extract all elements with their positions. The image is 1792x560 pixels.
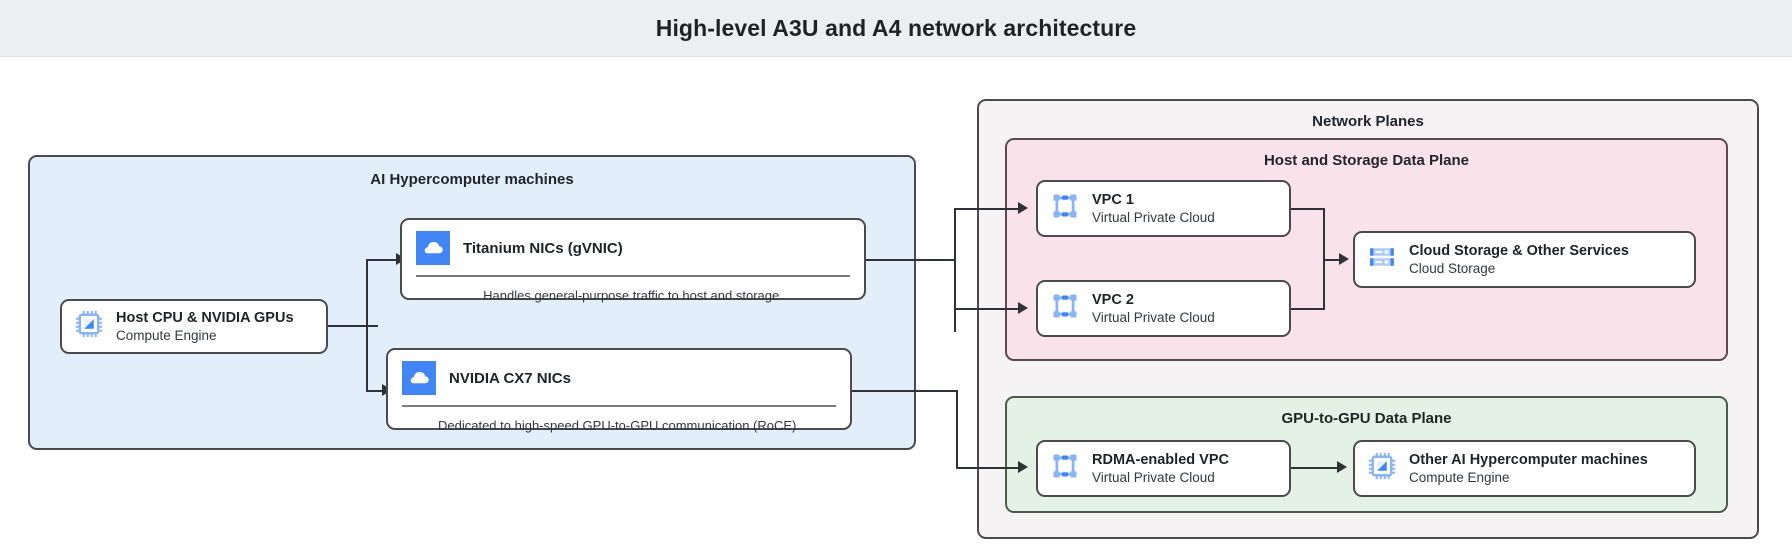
card-divider <box>416 275 850 277</box>
connector-to-vpc2 <box>954 308 1020 310</box>
node-title: VPC 2 <box>1092 291 1134 308</box>
header-band <box>0 0 1792 57</box>
node-title: Other AI Hypercomputer machines <box>1409 451 1648 468</box>
node-subtitle: Compute Engine <box>1409 469 1510 485</box>
arrowhead-to-rdma-vpc <box>1018 461 1028 473</box>
connector-rdma-to-other-machines <box>1291 467 1339 469</box>
cpu-chip-icon <box>1367 451 1397 486</box>
connector-hostcpu-to-cx7 <box>366 390 384 392</box>
node-subtitle: Virtual Private Cloud <box>1092 309 1215 325</box>
connector-merge-to-storage <box>1323 259 1341 261</box>
connector-hostcpu-trunk <box>328 325 378 327</box>
node-title: RDMA-enabled VPC <box>1092 451 1229 468</box>
node-rdma-enabled-vpc[interactable]: RDMA-enabled VPC Virtual Private Cloud <box>1036 440 1291 497</box>
arrowhead-to-other-machines <box>1337 461 1347 473</box>
connector-cx7-out <box>852 390 958 392</box>
page-title: High-level A3U and A4 network architectu… <box>655 15 1137 41</box>
node-title: Host CPU & NVIDIA GPUs <box>116 309 294 326</box>
connector-hostcpu-down <box>366 325 368 391</box>
connector-vpc-merge <box>1323 208 1325 308</box>
cpu-chip-icon <box>74 309 104 344</box>
card-title: Titanium NICs (gVNIC) <box>463 239 623 257</box>
connector-titanium-split <box>954 208 956 332</box>
card-description: Handles general-purpose traffic to host … <box>483 288 783 303</box>
card-title: NVIDIA CX7 NICs <box>449 369 571 387</box>
node-title: VPC 1 <box>1092 191 1134 208</box>
connector-vpc2-out <box>1291 308 1325 310</box>
node-subtitle: Virtual Private Cloud <box>1092 469 1215 485</box>
storage-icon <box>1367 242 1397 277</box>
connector-hostcpu-up <box>366 260 368 326</box>
node-vpc-1[interactable]: VPC 1 Virtual Private Cloud <box>1036 180 1291 237</box>
group-title-host-storage: Host and Storage Data Plane <box>1263 152 1470 169</box>
cloud-square-icon <box>416 231 450 265</box>
node-subtitle: Cloud Storage <box>1409 260 1496 276</box>
card-nvidia-cx7-nics[interactable]: NVIDIA CX7 NICs Dedicated to high-speed … <box>386 348 852 433</box>
arrowhead-to-vpc1 <box>1018 202 1028 214</box>
node-other-ai-hypercomputer-machines[interactable]: Other AI Hypercomputer machines Compute … <box>1353 440 1696 497</box>
card-description: Dedicated to high-speed GPU-to-GPU commu… <box>438 418 800 433</box>
node-subtitle: Virtual Private Cloud <box>1092 209 1215 225</box>
connector-cx7-to-rdma <box>956 467 1020 469</box>
node-vpc-2[interactable]: VPC 2 Virtual Private Cloud <box>1036 280 1291 337</box>
arrowhead-to-cloud-storage <box>1339 253 1349 265</box>
vpc-icon <box>1050 451 1080 486</box>
connector-titanium-out <box>866 259 956 261</box>
card-titanium-nics[interactable]: Titanium NICs (gVNIC) Handles general-pu… <box>400 218 866 303</box>
vpc-icon <box>1050 191 1080 226</box>
node-subtitle: Compute Engine <box>116 327 217 343</box>
cloud-square-icon <box>402 361 436 395</box>
node-cloud-storage-other-services[interactable]: Cloud Storage & Other Services Cloud Sto… <box>1353 231 1696 288</box>
arrowhead-to-vpc2 <box>1018 302 1028 314</box>
group-title-network-planes: Network Planes <box>1312 113 1424 130</box>
group-title-machines: AI Hypercomputer machines <box>370 171 574 188</box>
connector-cx7-down <box>956 390 958 468</box>
vpc-icon <box>1050 291 1080 326</box>
node-title: Cloud Storage & Other Services <box>1409 242 1629 259</box>
connector-hostcpu-to-titanium <box>366 259 398 261</box>
connector-vpc1-out <box>1291 208 1325 210</box>
connector-to-vpc1 <box>954 208 1020 210</box>
group-title-gpu-plane: GPU-to-GPU Data Plane <box>1281 410 1452 427</box>
card-divider <box>402 405 836 407</box>
node-host-cpu-nvidia-gpus[interactable]: Host CPU & NVIDIA GPUs Compute Engine <box>60 299 328 354</box>
